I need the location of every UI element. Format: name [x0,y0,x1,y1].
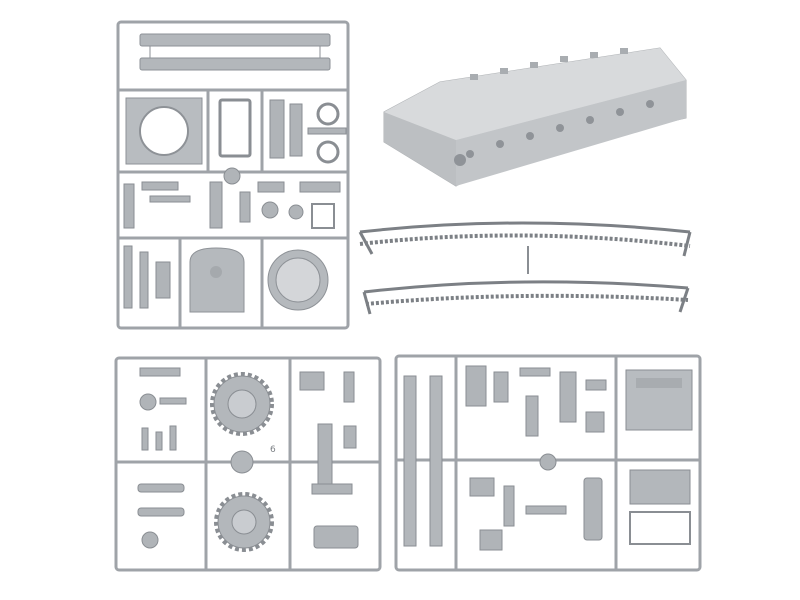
small-parts-middle [123,181,341,229]
gate-number-label: 6 [270,445,276,455]
drive-sprocket-upper [210,372,274,436]
sprue-top-left-rails [139,33,331,71]
engine-deck-plate [625,369,693,545]
turret-ring-plate [125,97,203,165]
sprue-bottom-right-small-parts [465,365,607,551]
hull-lower [383,47,687,187]
drive-sprocket-lower [214,492,274,552]
track-link-upper [358,221,692,257]
sprue-bottom-right [394,354,702,572]
small-parts-top [218,98,347,185]
sprue-top-left [116,20,350,330]
track-link-lower [362,280,690,315]
small-parts-bottom [123,245,171,309]
fender-rails [403,375,443,547]
hub-disc [230,450,254,474]
hatch-cover [189,247,245,313]
sprue-bottom-left-small-parts [137,367,359,549]
cupola-ring [267,249,329,311]
